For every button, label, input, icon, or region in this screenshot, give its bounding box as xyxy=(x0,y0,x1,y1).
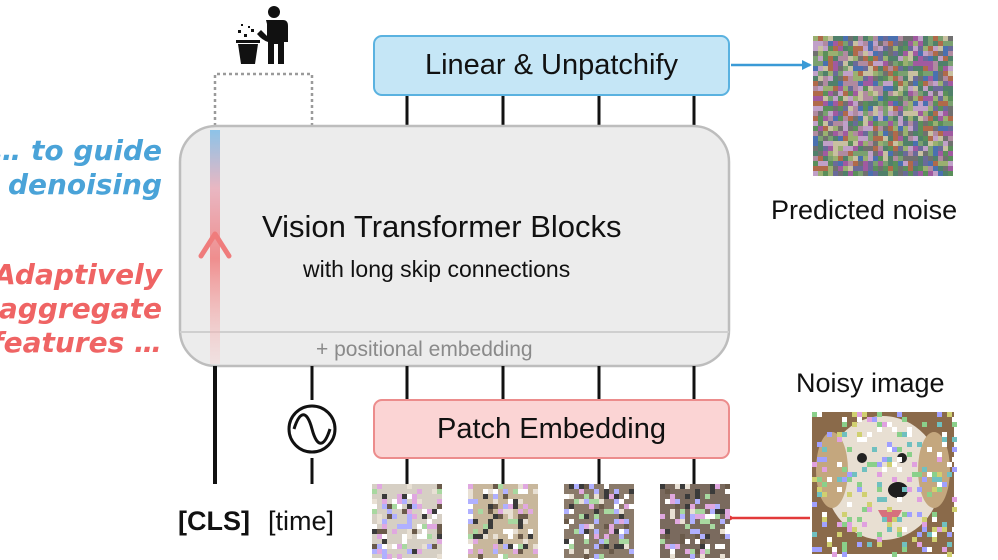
patch-embedding-label: Patch Embedding xyxy=(437,412,666,445)
linear-unpatchify-box: Linear & Unpatchify xyxy=(373,35,730,96)
aggregate-text-line1: Adaptively xyxy=(0,258,162,291)
linear-unpatchify-label: Linear & Unpatchify xyxy=(424,49,679,81)
input-token-lines xyxy=(213,366,696,484)
vit-title: Vision Transformer Blocks xyxy=(262,209,622,244)
cls-token-bar xyxy=(210,130,220,364)
patch-thumbnails xyxy=(372,484,730,559)
noisy-image-label: Noisy image xyxy=(796,368,945,398)
cls-up-arrow-icon xyxy=(198,231,232,259)
sinusoid-icon xyxy=(287,404,337,454)
output-token-lines xyxy=(405,96,696,126)
guide-text-line1: … to guide xyxy=(0,134,162,167)
aggregate-text-line3: features … xyxy=(0,326,162,359)
predicted-noise-label: Predicted noise xyxy=(771,195,958,225)
aggregate-text-line2: aggregate xyxy=(0,292,162,325)
patch-embedding-box: Patch Embedding xyxy=(373,399,730,459)
time-token-label: [time] xyxy=(268,506,335,536)
noisy-dog-image xyxy=(812,412,957,557)
vit-block xyxy=(178,124,731,368)
cls-token-label: [CLS] xyxy=(178,506,250,536)
vit-subtitle: with long skip connections xyxy=(303,256,571,282)
positional-embedding-label: + positional embedding xyxy=(316,338,533,361)
guide-text-line2: denoising xyxy=(7,168,162,201)
trash-person-icon xyxy=(236,6,288,64)
noise-image xyxy=(813,36,953,176)
discard-path xyxy=(213,72,314,126)
